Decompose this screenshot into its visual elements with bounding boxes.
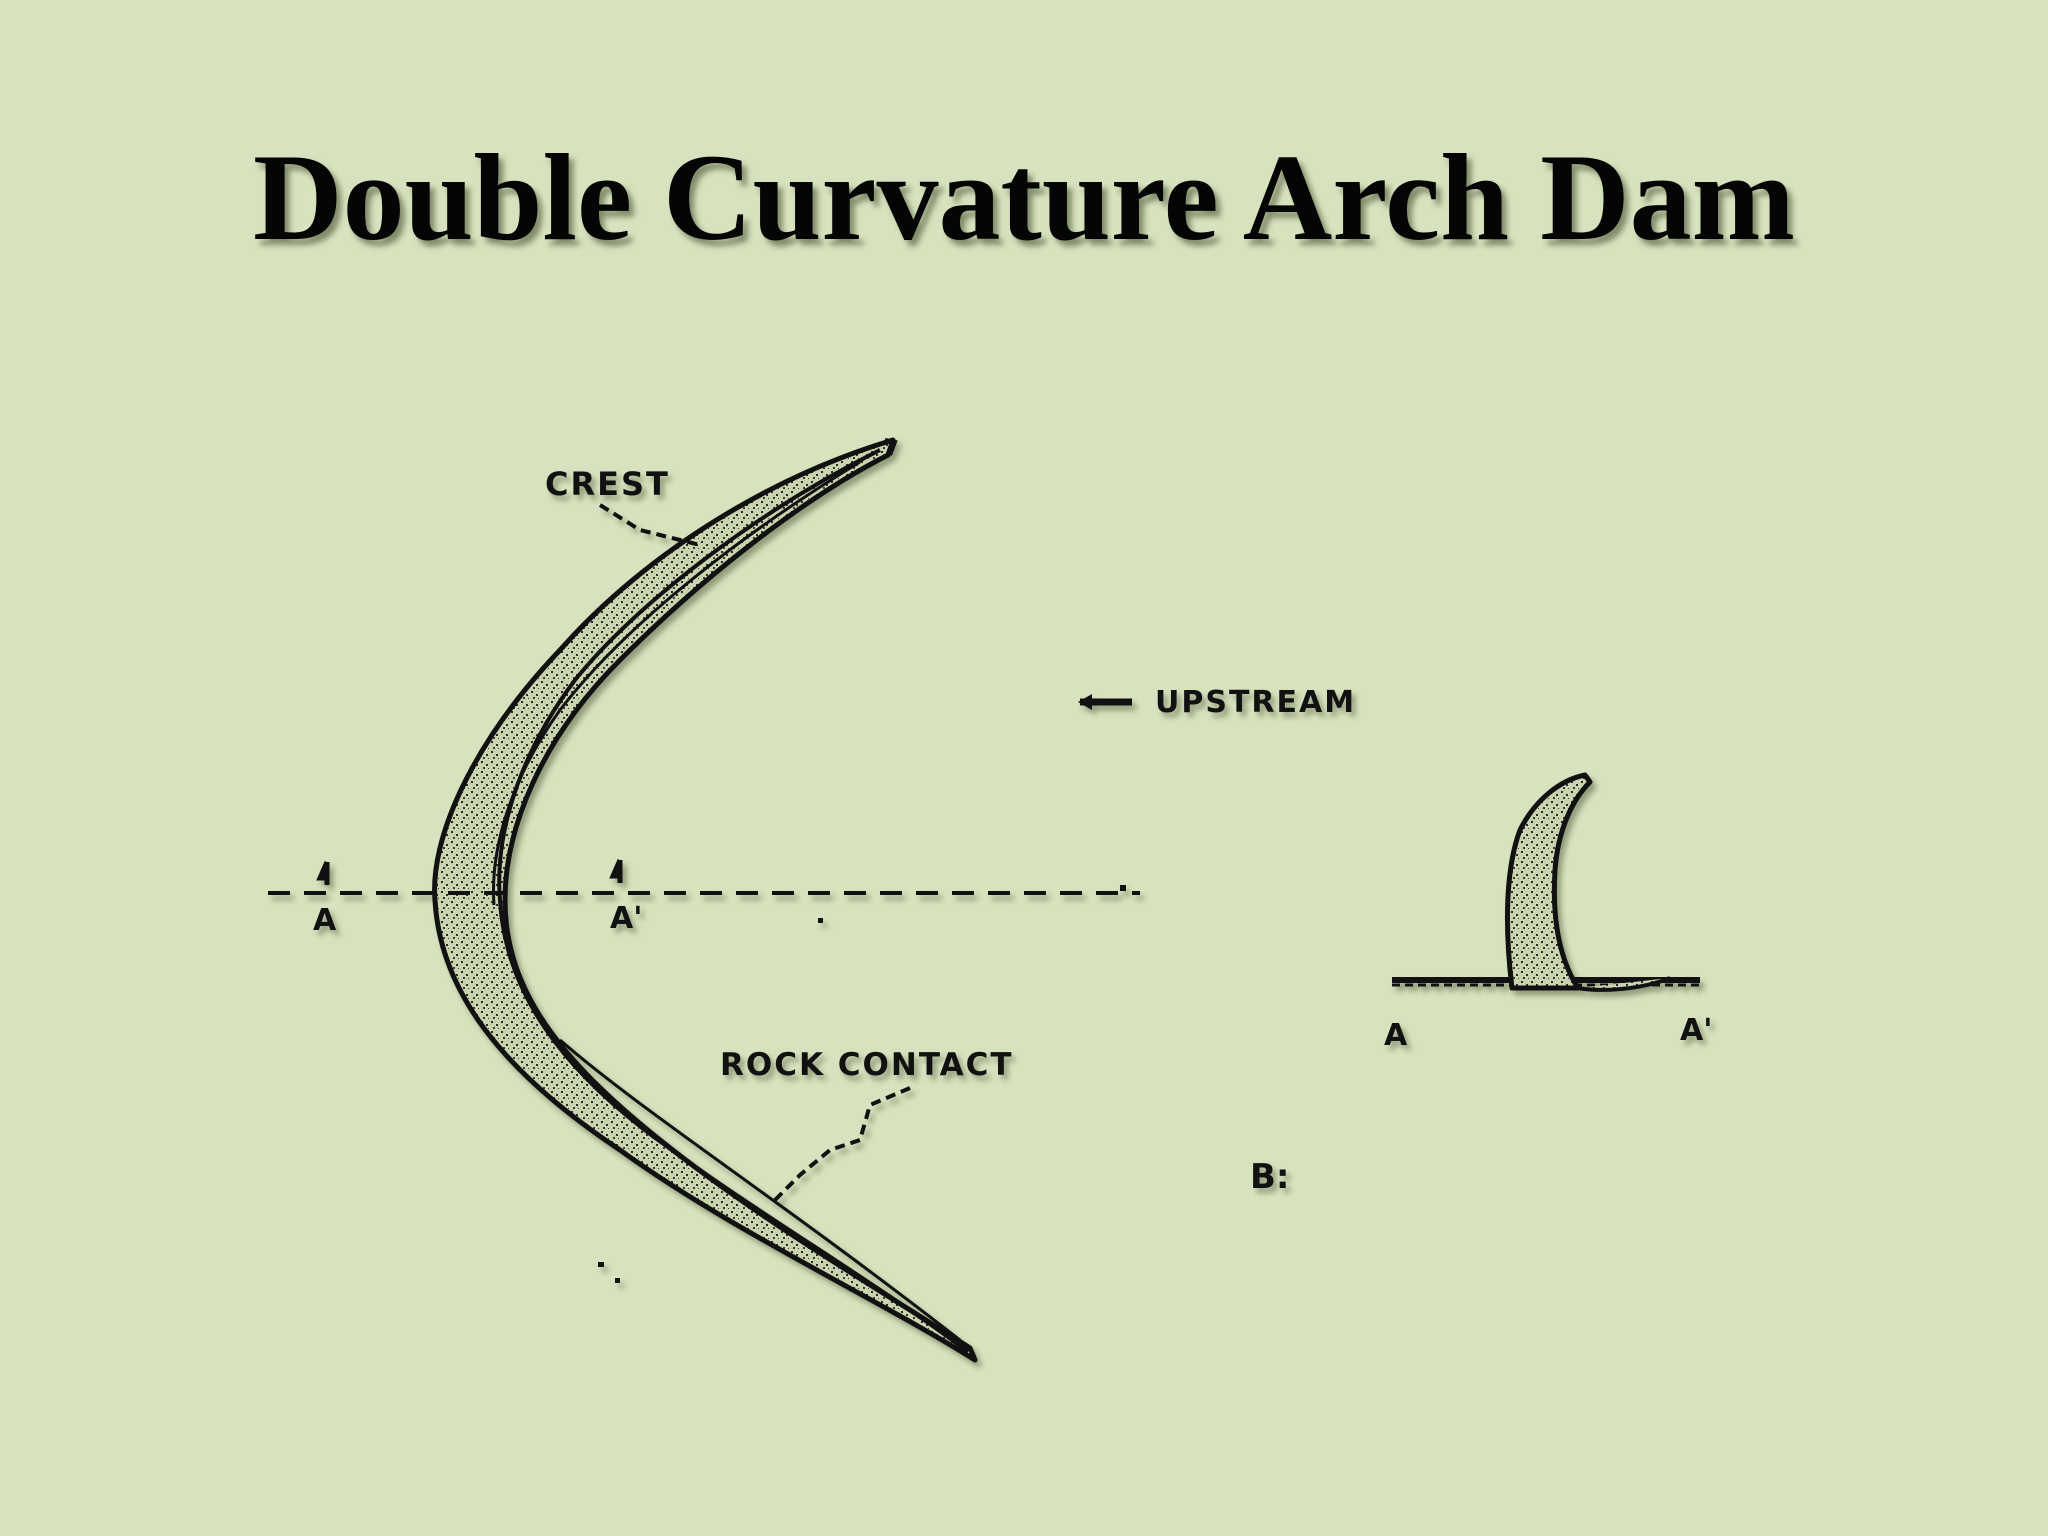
cross-section-body xyxy=(1504,772,1593,991)
section-view-label-a-prime: A' xyxy=(1680,1013,1712,1048)
rock-contact-label: ROCK CONTACT xyxy=(720,1047,1013,1083)
figure-label-b: B: xyxy=(1250,1157,1290,1197)
upstream-label: UPSTREAM xyxy=(1155,685,1356,720)
upstream-indicator: UPSTREAM xyxy=(1078,685,1356,720)
cross-section-view: A A' xyxy=(1384,772,1712,1053)
section-flag-left-icon xyxy=(316,860,330,885)
arch-inner-line-2 xyxy=(492,460,861,906)
arch-plan-view xyxy=(432,437,978,1363)
crest-tip xyxy=(884,438,898,456)
section-flag-right-icon xyxy=(609,858,623,883)
section-label-a-prime: A' xyxy=(610,901,642,936)
arch-inner-line-1 xyxy=(497,448,970,1354)
rock-contact-callout: ROCK CONTACT xyxy=(720,1047,1013,1202)
section-line-a: A A' xyxy=(268,858,1140,938)
slide-title: Double Curvature Arch Dam xyxy=(253,129,1795,266)
arch-body xyxy=(432,437,978,1363)
section-label-a: A xyxy=(313,903,337,938)
crest-callout: CREST xyxy=(545,465,701,547)
rock-contact-leader-line xyxy=(773,1086,911,1202)
crest-leader-line xyxy=(598,503,701,547)
arch-inner-line-3 xyxy=(559,1038,961,1342)
crest-label: CREST xyxy=(545,465,670,503)
section-view-label-a: A xyxy=(1384,1018,1408,1053)
